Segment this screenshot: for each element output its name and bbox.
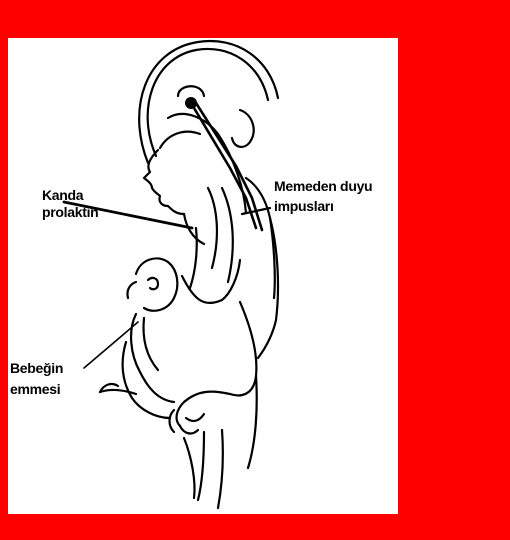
mother-forearm <box>177 392 230 426</box>
mother-arm <box>230 302 256 395</box>
label-sensory-impulses: Memeden duyu impusları <box>274 178 372 215</box>
breastfeeding-illustration <box>8 38 398 514</box>
drape-line <box>208 188 217 268</box>
leader-line-sucking <box>84 322 138 368</box>
head-outline-arc <box>139 41 278 163</box>
baby-swaddle <box>123 342 170 418</box>
ground-detail <box>184 438 195 498</box>
mother-hand <box>170 410 205 433</box>
mother-neck <box>184 214 204 244</box>
baby-head <box>136 258 177 310</box>
baby-ear <box>148 278 158 289</box>
label-sensory-impulses-line1: Memeden duyu <box>274 178 372 195</box>
baby-body <box>131 314 174 402</box>
label-baby-sucking-line2: emmesi <box>10 381 63 398</box>
label-baby-sucking: Bebeğin emmesi <box>10 360 63 398</box>
baby-leg <box>100 390 136 394</box>
label-sensory-impulses-line2: impusları <box>274 198 372 215</box>
baby-body-inner <box>144 318 158 370</box>
mother-skirt <box>248 376 257 468</box>
diagram-panel: Kanda prolaktin Memeden duyu impusları B… <box>8 38 398 514</box>
mother-skirt-2 <box>198 432 204 500</box>
drape-line-2 <box>222 188 233 282</box>
baby-hair-detail <box>127 282 136 298</box>
mother-skirt-3 <box>218 430 223 508</box>
headscarf-inner <box>160 132 200 148</box>
mother-face <box>144 150 184 214</box>
hair-outline <box>232 110 254 147</box>
label-blood-prolactin-line1: Kanda <box>42 187 98 204</box>
label-blood-prolactin: Kanda prolaktin <box>42 187 98 221</box>
label-baby-sucking-line1: Bebeğin <box>10 360 63 377</box>
brain-circle <box>178 86 204 96</box>
label-blood-prolactin-line2: prolaktin <box>42 204 98 221</box>
